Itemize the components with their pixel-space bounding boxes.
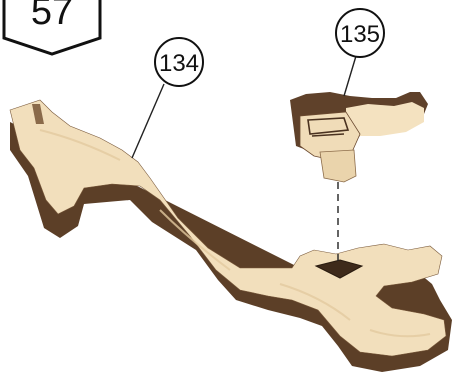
callout-135-leader [344,56,356,96]
part-134-face [10,100,446,356]
step-number: 57 [31,0,73,33]
callout-134-label: 134 [159,50,199,77]
step-badge: 57 [4,0,100,54]
part-134 [10,100,452,372]
callout-134-leader [132,84,164,158]
callout-134: 134 [155,38,203,86]
callout-135-label: 135 [340,21,380,48]
part-135-tenon [320,150,356,182]
part-135 [290,92,428,182]
callout-135: 135 [336,9,384,57]
